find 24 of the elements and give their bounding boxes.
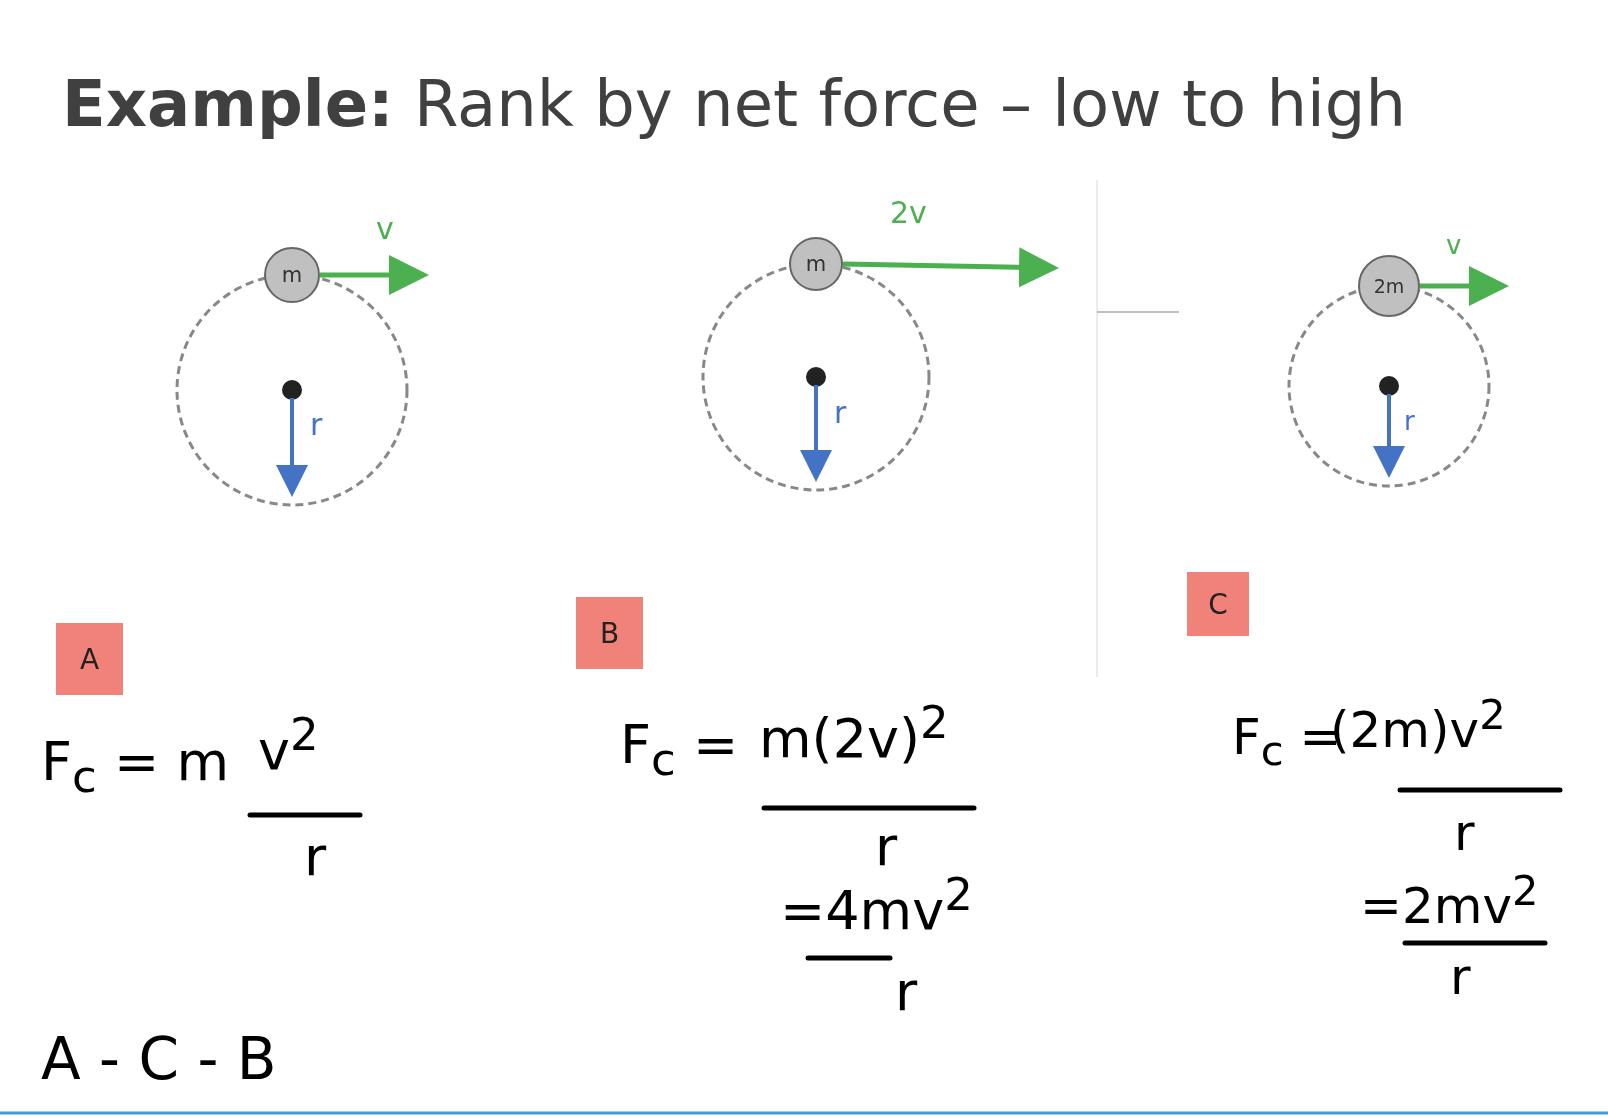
vector-label: r: [310, 410, 323, 440]
formula-text: r: [895, 965, 918, 1019]
vector-label: v: [376, 214, 394, 244]
formula-text: r: [1454, 808, 1475, 858]
vector-label: r: [1404, 408, 1415, 434]
formula-text: r: [875, 820, 898, 874]
vector-label: 2v: [890, 198, 927, 228]
vector-label: r: [834, 398, 847, 428]
formula-text: r: [304, 830, 327, 884]
mass-circle: 2m: [1358, 255, 1420, 317]
formula-text: F$_{c}$ = m: [41, 735, 229, 799]
formula-text: =4mv$^{2}$: [780, 872, 973, 938]
formula-text: =2mv$^{2}$: [1360, 870, 1539, 931]
mass-circle: m: [789, 237, 843, 291]
formula-text: F$_{c}$ =: [620, 718, 739, 782]
formula-text: v$^{2}$: [258, 712, 319, 778]
formula-text: m(2v)$^{2}$: [759, 700, 949, 766]
mass-circle: m: [264, 247, 320, 303]
ranking-text: A - C - B: [41, 1030, 277, 1088]
formula-text: r: [1450, 952, 1471, 1002]
vector-label: v: [1446, 232, 1462, 258]
letter-tag: B: [576, 597, 643, 669]
letter-tag: A: [56, 623, 123, 695]
letter-tag: C: [1187, 572, 1249, 636]
